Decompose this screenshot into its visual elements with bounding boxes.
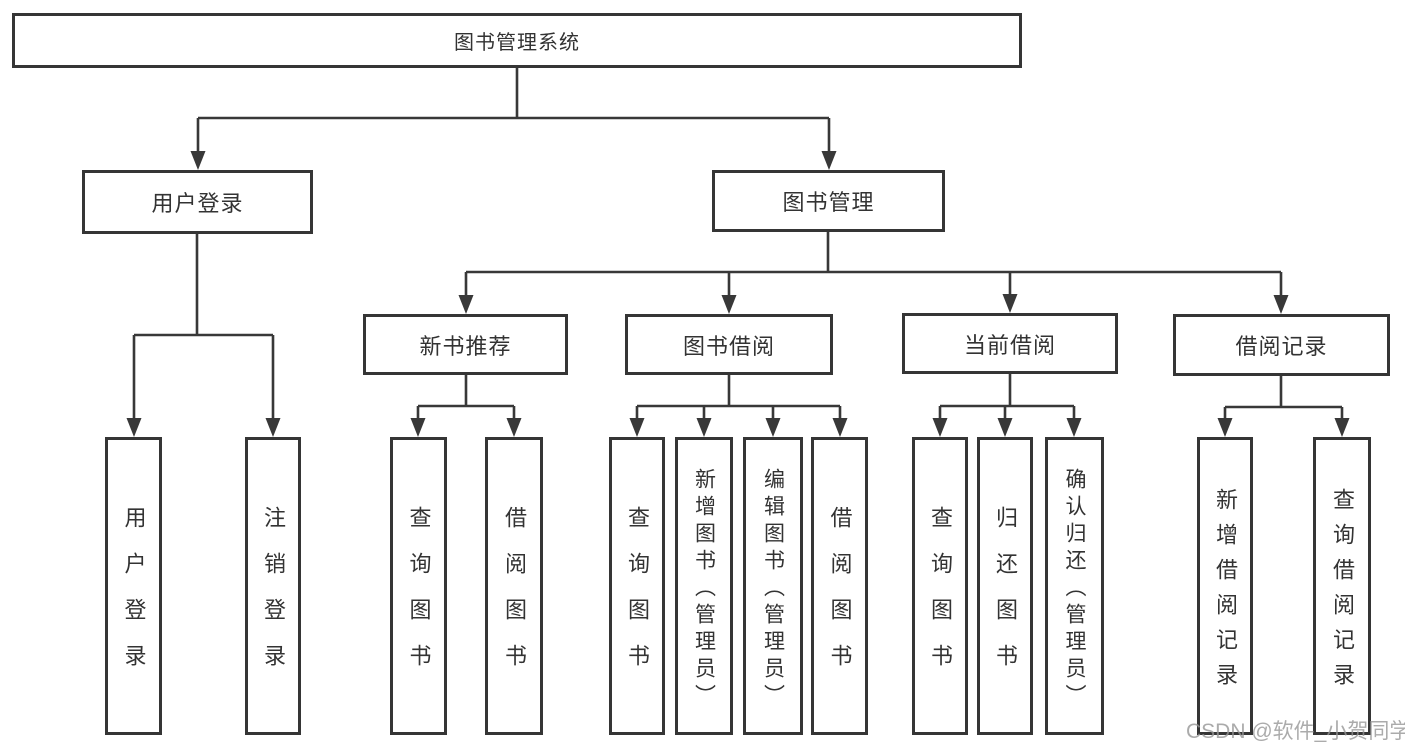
node-borrowing-records: 借阅记录 bbox=[1173, 314, 1390, 376]
leaf-cb-query-books: 查询图书 bbox=[912, 437, 968, 735]
node-book-borrowing: 图书借阅 bbox=[625, 314, 833, 375]
node-book-management-label: 图书管理 bbox=[782, 190, 875, 215]
leaf-cb-return-books: 归还图书 bbox=[977, 437, 1033, 735]
leaf-cb-return-books-label: 归还图书 bbox=[993, 506, 1018, 690]
leaf-bb-query-books: 查询图书 bbox=[609, 437, 665, 735]
node-user-login-label: 用户登录 bbox=[151, 191, 244, 216]
leaf-bb-add-books-admin-label: 新增图书（管理员） bbox=[692, 467, 716, 711]
leaf-rec-borrow-books: 借阅图书 bbox=[485, 437, 543, 735]
leaf-bb-query-books-label: 查询图书 bbox=[625, 506, 650, 690]
leaf-cb-confirm-return-admin-label: 确认归还（管理员） bbox=[1063, 467, 1086, 711]
leaf-br-query-record-label: 查询借阅记录 bbox=[1330, 487, 1355, 698]
leaf-user-login: 用户登录 bbox=[105, 437, 162, 735]
leaf-br-query-record: 查询借阅记录 bbox=[1313, 437, 1371, 735]
node-root: 图书管理系统 bbox=[12, 13, 1022, 68]
node-new-book-recommend-label: 新书推荐 bbox=[419, 333, 512, 359]
node-new-book-recommend: 新书推荐 bbox=[363, 314, 568, 375]
leaf-cb-confirm-return-admin: 确认归还（管理员） bbox=[1045, 437, 1104, 735]
leaf-bb-edit-books-admin: 编辑图书（管理员） bbox=[743, 437, 803, 735]
node-book-management: 图书管理 bbox=[712, 170, 945, 232]
leaf-bb-borrow-books-label: 借阅图书 bbox=[827, 506, 853, 690]
leaf-logout-label: 注销登录 bbox=[261, 506, 286, 690]
node-root-label: 图书管理系统 bbox=[454, 32, 580, 54]
node-user-login: 用户登录 bbox=[82, 170, 313, 234]
leaf-bb-edit-books-admin-label: 编辑图书（管理员） bbox=[761, 467, 785, 711]
leaf-bb-borrow-books: 借阅图书 bbox=[811, 437, 868, 735]
leaf-rec-query-books: 查询图书 bbox=[390, 437, 447, 735]
node-current-borrowing: 当前借阅 bbox=[902, 313, 1118, 374]
leaf-logout: 注销登录 bbox=[245, 437, 301, 735]
leaf-bb-add-books-admin: 新增图书（管理员） bbox=[675, 437, 733, 735]
leaf-cb-query-books-label: 查询图书 bbox=[928, 506, 953, 690]
node-book-borrowing-label: 图书借阅 bbox=[682, 333, 775, 359]
leaf-rec-borrow-books-label: 借阅图书 bbox=[502, 506, 527, 690]
leaf-rec-query-books-label: 查询图书 bbox=[406, 506, 432, 690]
node-borrowing-records-label: 借阅记录 bbox=[1235, 334, 1328, 359]
leaf-br-add-record: 新增借阅记录 bbox=[1197, 437, 1253, 735]
leaf-br-add-record-label: 新增借阅记录 bbox=[1213, 487, 1238, 698]
node-current-borrowing-label: 当前借阅 bbox=[963, 332, 1056, 358]
leaf-user-login-label: 用户登录 bbox=[121, 506, 147, 690]
